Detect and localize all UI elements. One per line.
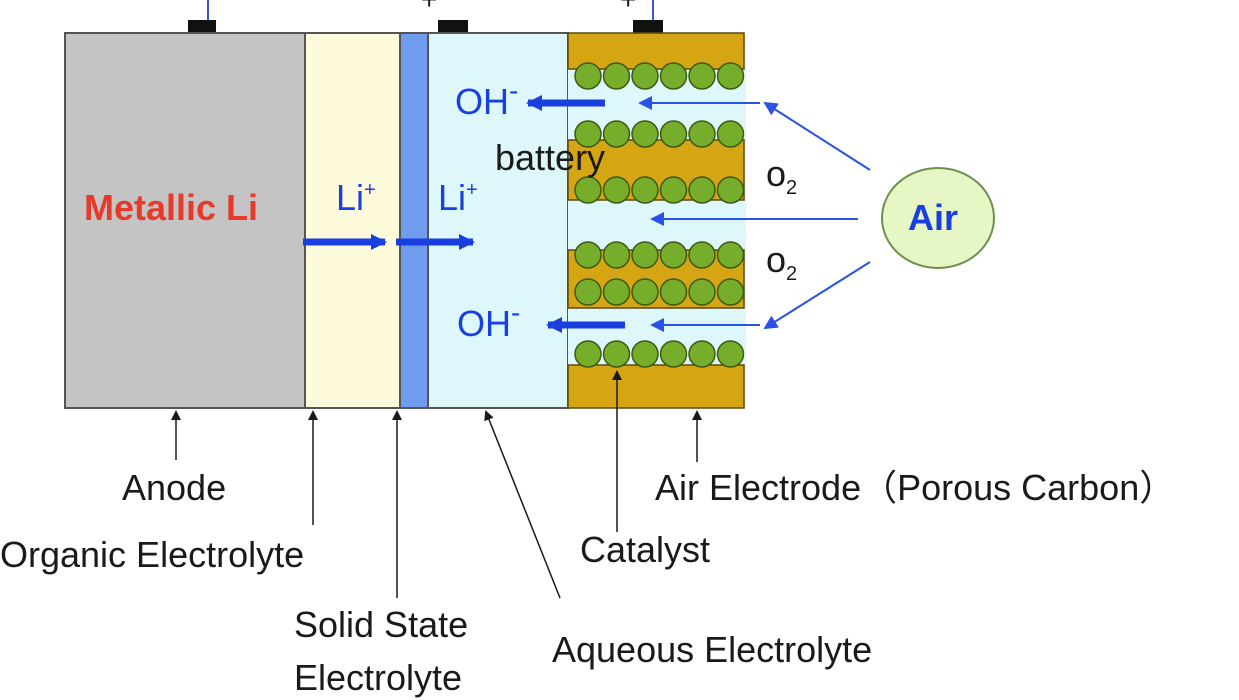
catalyst-particle (659, 340, 688, 368)
catalyst-particle (716, 340, 745, 368)
catalyst-particle (574, 62, 602, 90)
anode-region (64, 32, 306, 409)
li-ion-label-1: Li+ (336, 177, 376, 218)
catalyst-particle (688, 62, 716, 90)
catalyst-particle (688, 340, 716, 368)
catalyst-particle (716, 62, 745, 90)
callout-pointers (171, 370, 702, 599)
catalyst-particle (688, 241, 716, 269)
anode-terminal-sign: − (180, 0, 196, 12)
catalyst-callout: Catalyst (580, 529, 711, 570)
organic-electrolyte-region (304, 32, 401, 409)
catalyst-particle (631, 241, 659, 269)
catalyst-particle (716, 120, 745, 148)
oh-ion-label-1: OH- (455, 75, 519, 122)
catalyst-particles (574, 62, 745, 368)
oh-ion-label-2: OH- (457, 297, 521, 344)
catalyst-particle (602, 340, 631, 368)
solid-state-callout-line1: Solid State (294, 604, 469, 645)
oxygen-label-2: o2 (766, 239, 798, 285)
air-label: Air (908, 197, 959, 238)
catalyst-particle (659, 278, 688, 306)
catalyst-particle (688, 120, 716, 148)
air-circle (881, 167, 995, 269)
catalyst-particle (631, 120, 659, 148)
catalyst-particle (574, 278, 602, 306)
organic-electrolyte-callout: Organic Electrolyte (0, 534, 305, 575)
catalyst-particle (659, 62, 688, 90)
catalyst-particle (602, 241, 631, 269)
catalyst-particle (602, 62, 631, 90)
catalyst-particle (602, 120, 631, 148)
catalyst-particle (574, 176, 602, 204)
mid-terminal-sign: + (421, 0, 437, 14)
catalyst-particle (574, 340, 602, 368)
catalyst-particle (631, 340, 659, 368)
catalyst-particle (716, 176, 745, 204)
catalyst-particle (659, 120, 688, 148)
battery-label: battery (495, 137, 606, 178)
anode-terminal (188, 20, 216, 34)
anode-callout: Anode (122, 467, 227, 508)
solid-state-callout-line2: Electrolyte (294, 657, 463, 698)
air-electrode-callout: Air Electrode（Porous Carbon） (655, 467, 1176, 508)
oxygen-flow-arrows (638, 96, 871, 332)
li-ion-label-2: Li+ (438, 177, 478, 218)
catalyst-particle (602, 176, 631, 204)
catalyst-particle (716, 278, 745, 306)
anode-region-label: Metallic Li (84, 187, 259, 228)
catalyst-particle (631, 176, 659, 204)
oxygen-label-1: o2 (766, 153, 798, 199)
catalyst-particle (659, 176, 688, 204)
catalyst-particle (631, 278, 659, 306)
catalyst-particle (659, 241, 688, 269)
catalyst-particle (688, 278, 716, 306)
aqueous-electrolyte-region (427, 32, 569, 409)
catalyst-particle (688, 176, 716, 204)
aqueous-electrolyte-callout: Aqueous Electrolyte (552, 629, 873, 670)
catalyst-particle (574, 120, 602, 148)
catalyst-particle (574, 241, 602, 269)
catalyst-particle (631, 62, 659, 90)
cathode-terminal (633, 20, 663, 34)
catalyst-particle (716, 241, 745, 269)
cathode-terminal-sign: + (620, 0, 636, 14)
solid-state-electrolyte-region (399, 32, 429, 409)
catalyst-particle (602, 278, 631, 306)
